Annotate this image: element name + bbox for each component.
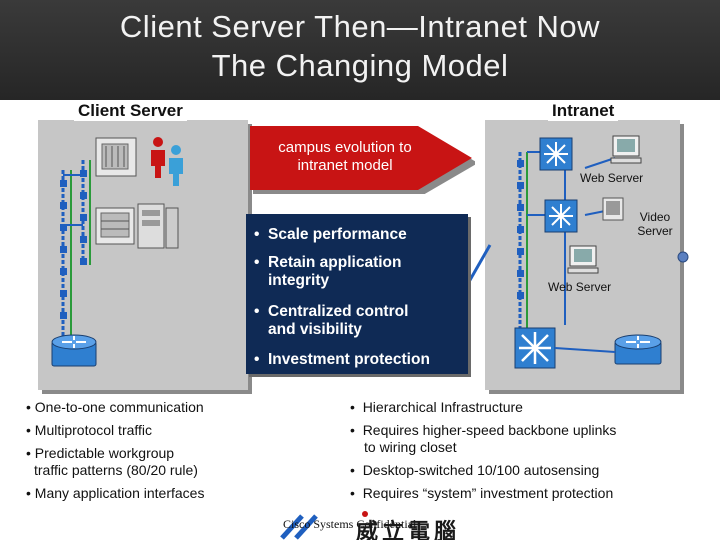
node-icons xyxy=(517,160,524,299)
company-logo-glyphs: 威立電腦 xyxy=(356,519,461,540)
intranet-label: Intranet xyxy=(548,101,619,121)
client-server-panel xyxy=(38,120,248,390)
server-icon xyxy=(95,203,179,249)
switch-icon xyxy=(539,137,573,171)
router-icon xyxy=(51,334,97,367)
list-item: • Hierarchical Infrastructure xyxy=(350,399,523,415)
client-server-network-diagram xyxy=(51,137,183,367)
title-bar: Client Server Then—Intranet Now The Chan… xyxy=(0,0,720,100)
highlight-bullet-box: •Scale performance •Retain application i… xyxy=(246,214,468,374)
highlight-bullet: •Retain application integrity xyxy=(254,254,402,289)
slide-title-line1: Client Server Then—Intranet Now xyxy=(119,9,601,44)
web-server-caption-bottom: Web Server xyxy=(548,280,612,294)
list-item: • Predictable workgroup xyxy=(26,445,175,461)
node-icons xyxy=(60,170,87,319)
server-icon xyxy=(95,137,137,177)
person-icon xyxy=(151,137,183,186)
highlight-bullet: •Investment protection xyxy=(254,351,430,368)
highlight-bullet: •Centralized control and visibility xyxy=(254,303,409,338)
list-item: • Requires “system” investment protectio… xyxy=(350,485,614,501)
intranet-network-diagram xyxy=(514,135,662,369)
client-server-label: Client Server xyxy=(74,101,187,121)
evolution-arrow xyxy=(250,126,475,194)
highlight-bullet: •Scale performance xyxy=(254,226,407,243)
list-item-continuation: traffic patterns (80/20 rule) xyxy=(34,462,198,478)
video-server-caption: Video Server xyxy=(637,210,673,238)
footer-confidential: Cisco Systems Confidential xyxy=(283,517,417,531)
company-logo xyxy=(280,511,368,540)
switch-icon xyxy=(544,199,578,233)
bullet-dot xyxy=(677,251,689,263)
router-icon xyxy=(614,334,662,365)
intranet-panel xyxy=(485,120,680,390)
evolution-arrow-text: campus evolution to intranet model xyxy=(278,139,412,174)
list-item: • One-to-one communication xyxy=(26,399,204,415)
computer-icon xyxy=(610,135,642,164)
switch-icon xyxy=(514,327,556,369)
list-item: • Many application interfaces xyxy=(26,485,205,501)
slide-title-line2: The Changing Model xyxy=(211,48,509,83)
list-item: • Multiprotocol traffic xyxy=(26,422,153,438)
list-item-continuation: to wiring closet xyxy=(364,439,457,455)
list-item: • Desktop-switched 10/100 autosensing xyxy=(350,462,600,478)
list-item: • Requires higher-speed backbone uplinks xyxy=(350,422,617,438)
web-server-caption-top: Web Server xyxy=(580,171,644,185)
server-icon xyxy=(602,197,624,221)
computer-icon xyxy=(567,245,599,274)
